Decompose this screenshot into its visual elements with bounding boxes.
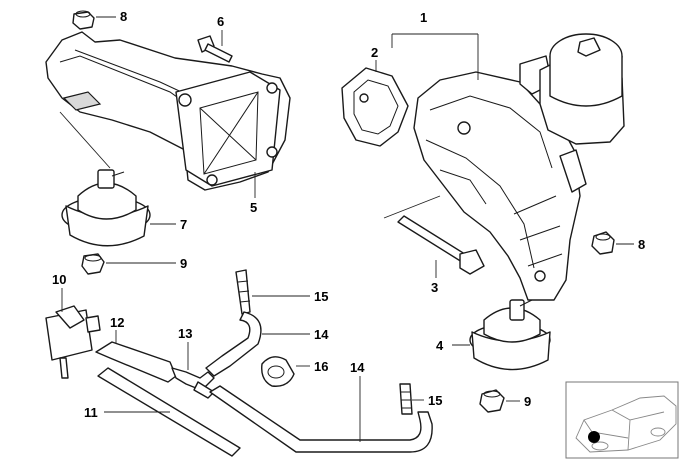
callout-11: 11: [84, 405, 98, 420]
callout-13: 13: [178, 326, 192, 341]
vehicle-location-inset: [565, 381, 679, 459]
part-14-hose-upper[interactable]: [205, 311, 262, 377]
leader-1: [391, 33, 479, 80]
part-1-support-arm-assembly[interactable]: [413, 33, 625, 301]
callout-8-top: 8: [120, 9, 127, 24]
callout-15-upper: 15: [314, 289, 328, 304]
callout-3: 3: [431, 280, 438, 295]
part-15-hose-upper[interactable]: [235, 269, 251, 315]
leader-5-mount: [59, 111, 111, 169]
callout-7: 7: [180, 217, 187, 232]
part-8-nut-right[interactable]: [591, 231, 615, 255]
part-9-nut-left[interactable]: [81, 253, 105, 275]
callout-5: 5: [250, 200, 257, 215]
callout-16: 16: [314, 359, 328, 374]
callout-6: 6: [217, 14, 224, 29]
part-4-engine-mount[interactable]: [469, 299, 551, 371]
leader-3-axis: [383, 195, 441, 219]
callout-12: 12: [110, 315, 124, 330]
callout-9-left: 9: [180, 256, 187, 271]
callout-2: 2: [371, 45, 378, 60]
part-14-hose-lower[interactable]: [209, 385, 433, 453]
callout-14-upper: 14: [314, 327, 329, 342]
part-9-nut-right[interactable]: [479, 389, 505, 413]
part-3-long-bolt[interactable]: [383, 195, 485, 275]
part-13-connector[interactable]: [171, 367, 215, 399]
callout-9-right: 9: [524, 394, 531, 409]
callout-8-right: 8: [638, 237, 645, 252]
part-10-vacuum-valve[interactable]: [45, 305, 101, 379]
front-location-dot: [588, 431, 600, 443]
part-15-hose-lower[interactable]: [399, 383, 413, 415]
callout-4: 4: [436, 338, 444, 353]
callout-15-lower: 15: [428, 393, 442, 408]
callout-10: 10: [52, 272, 66, 287]
part-8-nut-top[interactable]: [72, 10, 95, 30]
part-6-bolt[interactable]: [197, 35, 233, 63]
part-5-engine-bracket[interactable]: [45, 31, 291, 191]
part-16-clamp[interactable]: [261, 356, 295, 387]
callout-14-lower: 14: [350, 360, 365, 375]
callout-1: 1: [420, 10, 427, 25]
part-2-gasket[interactable]: [341, 67, 409, 147]
part-7-engine-mount[interactable]: [61, 169, 151, 247]
